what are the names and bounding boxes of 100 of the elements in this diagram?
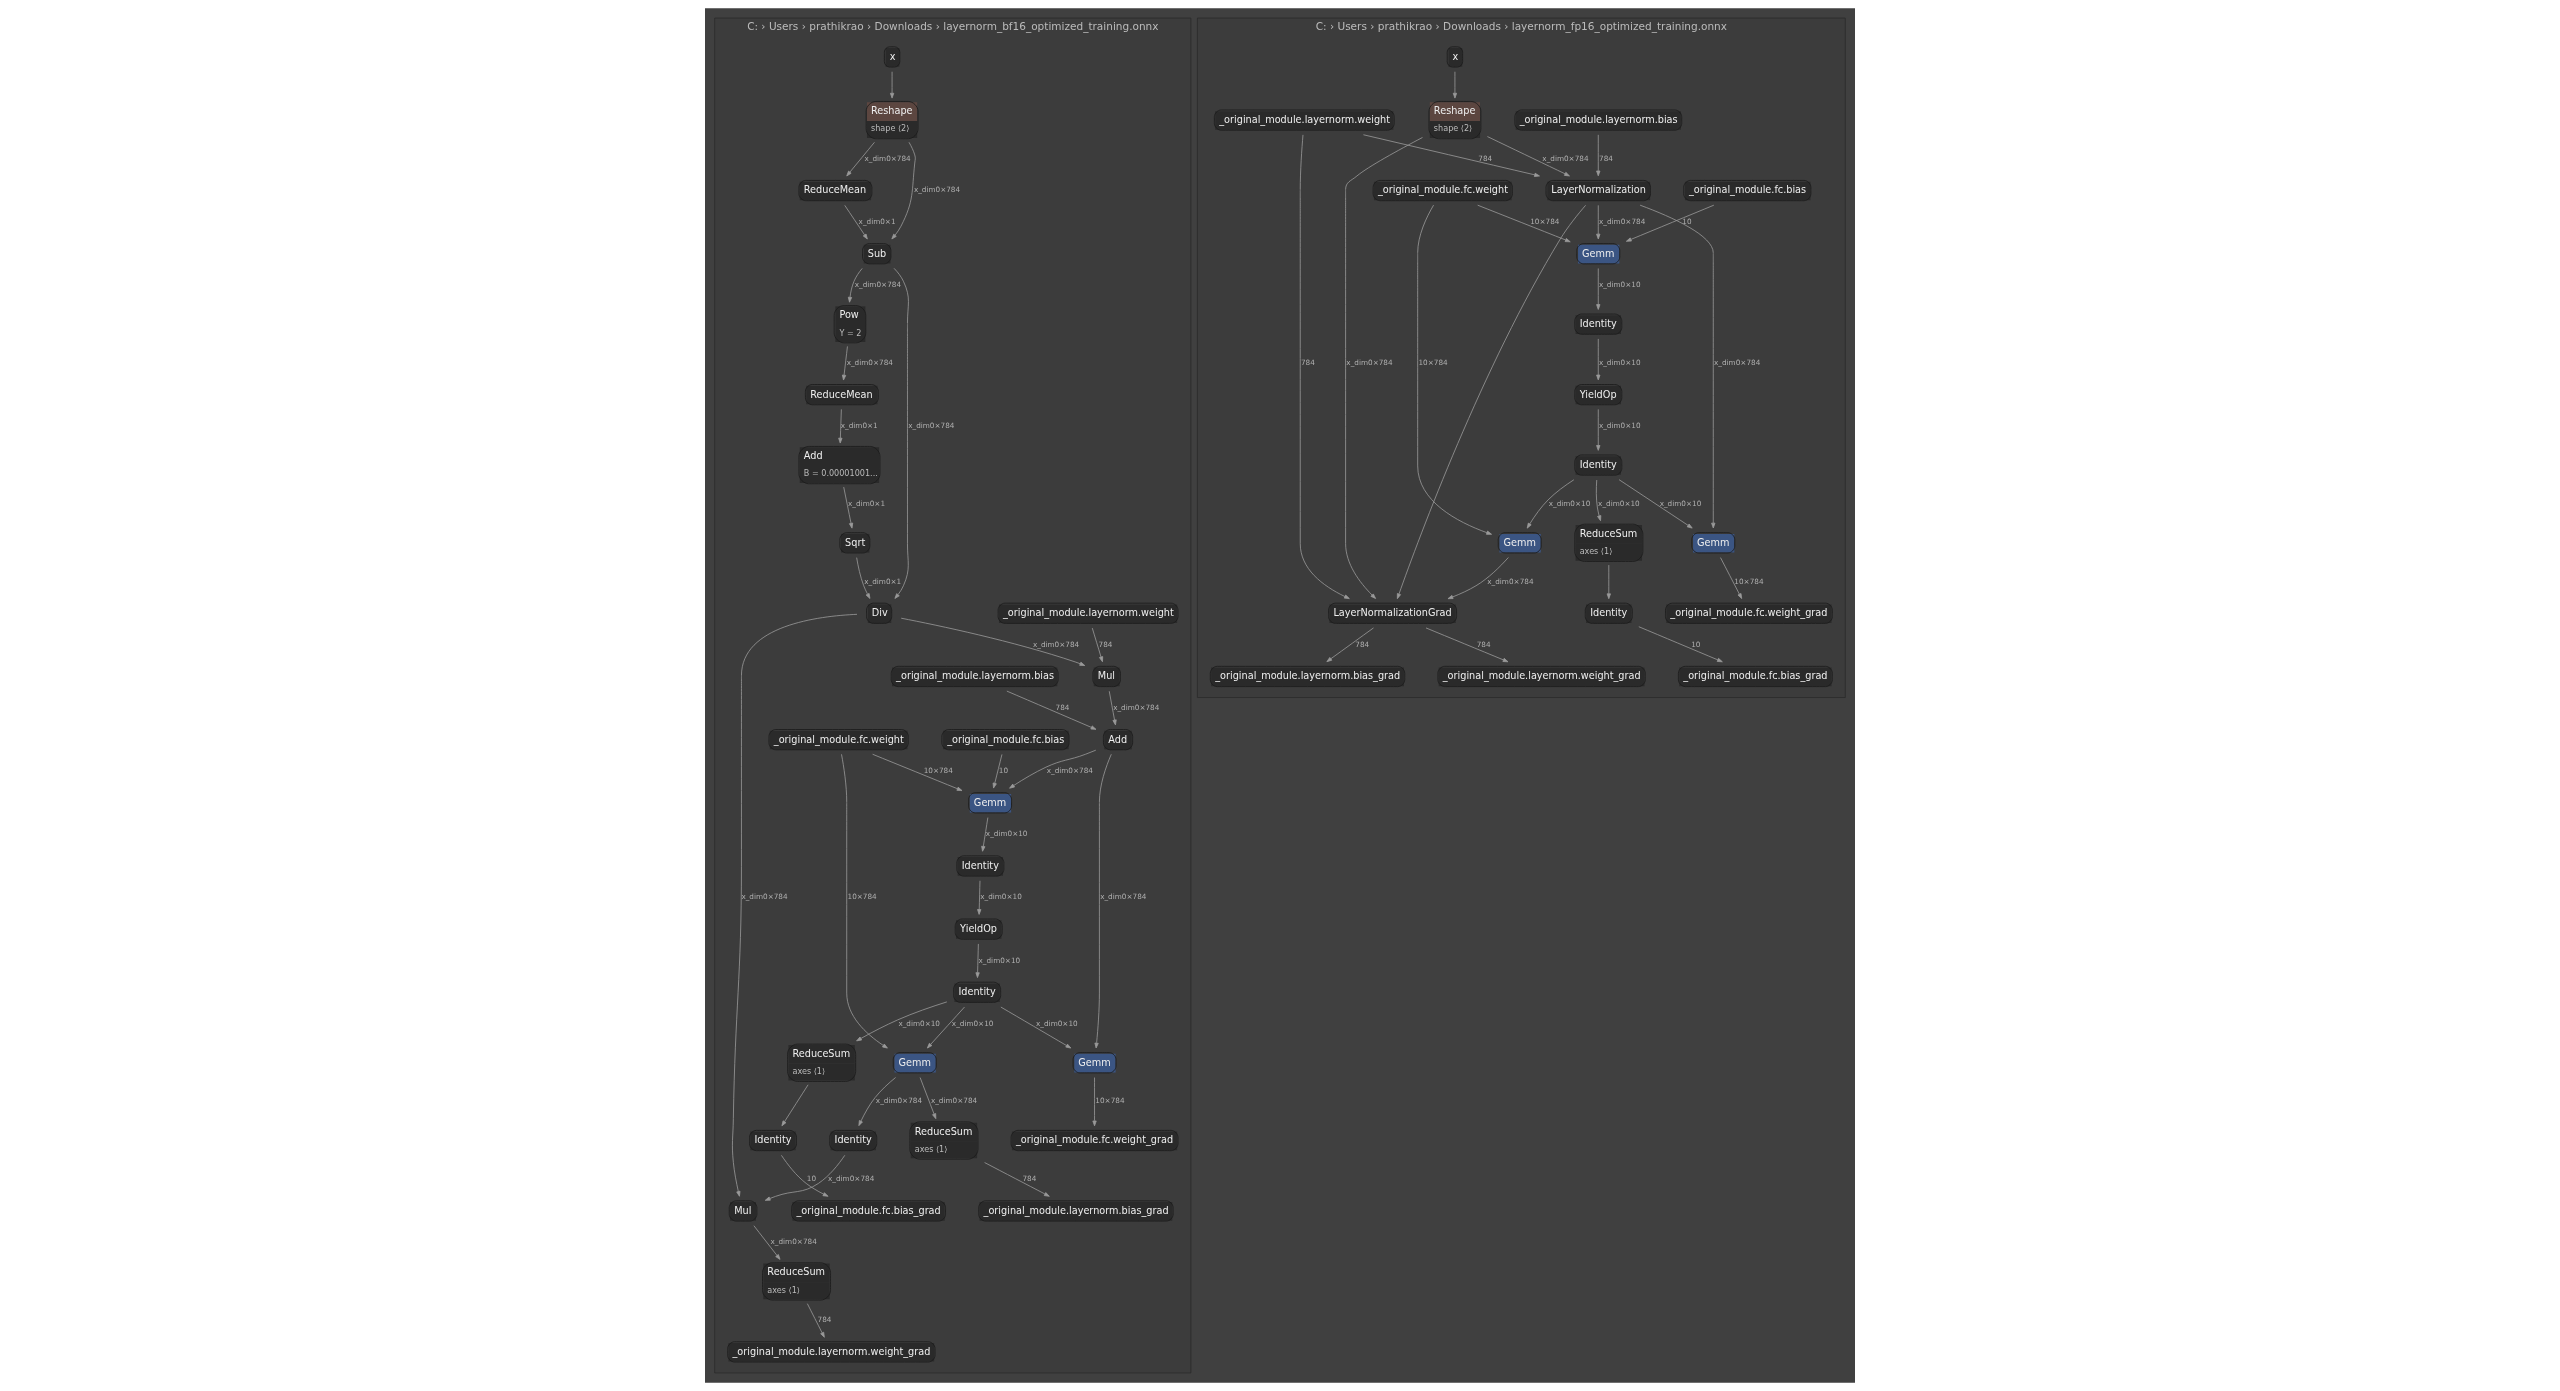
- arrow: [856, 557, 871, 599]
- edge-label: x_dim0×10: [1548, 498, 1591, 508]
- edge-label: x_dim0×784: [1100, 892, 1147, 902]
- arrow: [844, 204, 868, 240]
- arrow: [1326, 627, 1374, 663]
- arrow: [992, 754, 1003, 789]
- edge-label: 784: [1476, 639, 1491, 649]
- edge-label: 10×784: [847, 892, 877, 902]
- arrow: [1425, 627, 1509, 663]
- arrow: [1396, 204, 1587, 600]
- edge-label: 10×784: [1095, 1096, 1125, 1106]
- edge-label: x_dim0×784: [1487, 576, 1534, 586]
- arrow: [841, 346, 848, 381]
- arrow: [1638, 626, 1723, 663]
- edge-label: 784: [1355, 639, 1370, 649]
- arrow: [1447, 557, 1509, 600]
- arrow: [806, 1303, 825, 1338]
- arrow: [1477, 204, 1571, 243]
- edge-label: x_dim0×10: [1598, 357, 1641, 367]
- edge-label: x_dim0×784: [1046, 766, 1093, 775]
- arrow: [1363, 134, 1540, 177]
- arrow: [891, 141, 916, 240]
- arrow: [856, 1001, 948, 1042]
- arrow: [1094, 753, 1112, 1049]
- edge-label: x_dim0×10: [980, 892, 1022, 902]
- edge-label: x_dim0×784: [913, 185, 961, 195]
- edge-label: 10×784: [1418, 357, 1448, 367]
- arrow: [764, 1154, 846, 1201]
- arrow: [977, 880, 982, 915]
- arrow: [846, 141, 875, 177]
- edge-label: x_dim0×1: [858, 216, 896, 226]
- edge-label: x_dim0×10: [898, 1018, 941, 1028]
- edge-label: x_dim0×10: [978, 955, 1021, 965]
- edge-label: 10: [1691, 639, 1701, 649]
- edge-label: x_dim0×784: [770, 1237, 817, 1247]
- arrow: [1639, 204, 1716, 529]
- arrow: [1618, 479, 1693, 529]
- edge-label: 784: [1098, 639, 1113, 649]
- arrow: [1526, 479, 1575, 529]
- arrow: [753, 1225, 781, 1260]
- arrow: [843, 486, 854, 529]
- arrow: [1625, 204, 1715, 242]
- edge-label: x_dim0×1: [864, 576, 902, 586]
- arrow: [981, 817, 989, 852]
- edge-label: x_dim0×10: [1598, 421, 1641, 430]
- arrow: [984, 1162, 1050, 1197]
- arrow: [900, 617, 1086, 666]
- arrow: [919, 1077, 937, 1120]
- edge-label: 10×784: [1734, 576, 1764, 586]
- arrow: [1299, 134, 1350, 600]
- arrow: [847, 268, 863, 303]
- edge-label: x_dim0×10: [1598, 280, 1641, 290]
- edge-label: 10: [806, 1174, 817, 1184]
- edge-label: x_dim0×784: [1542, 153, 1589, 163]
- edge-label: x_dim0×784: [854, 280, 902, 290]
- edge-label: x_dim0×784: [1113, 702, 1160, 712]
- arrow: [1606, 564, 1611, 600]
- arrow: [781, 1084, 809, 1127]
- edge-label: x_dim0×1: [840, 421, 878, 430]
- arrow: [1092, 1077, 1097, 1127]
- edge-label: x_dim0×784: [864, 153, 911, 163]
- edge-label: x_dim0×784: [741, 892, 788, 902]
- arrow: [1596, 204, 1601, 240]
- edge-label: x_dim0×1: [848, 498, 886, 508]
- arrow: [1108, 690, 1117, 726]
- edge-label: 10: [1682, 216, 1692, 226]
- arrow: [1009, 749, 1097, 789]
- arrow: [872, 753, 963, 791]
- edge-label: 10×784: [1530, 216, 1560, 226]
- arrow: [838, 408, 843, 444]
- edge-label: 10: [998, 766, 1009, 775]
- edge-label: 784: [1599, 153, 1613, 163]
- edge-label: x_dim0×784: [1714, 357, 1761, 367]
- arrow: [1596, 268, 1601, 310]
- edge-label: x_dim0×784: [930, 1096, 978, 1106]
- arrow: [926, 1006, 965, 1049]
- edge-label: 784: [817, 1315, 832, 1325]
- edge-label: x_dim0×10: [1598, 498, 1640, 508]
- arrow: [781, 1154, 829, 1197]
- edge-label: x_dim0×784: [1346, 357, 1393, 367]
- arrow: [1596, 134, 1601, 177]
- arrow: [1595, 479, 1602, 522]
- arrow: [1000, 1006, 1072, 1049]
- edge-label: 784: [1301, 357, 1315, 367]
- edge-label: x_dim0×784: [828, 1174, 875, 1184]
- edge-label: 784: [1478, 153, 1493, 163]
- edge-label: x_dim0×784: [908, 421, 955, 430]
- edge-label: x_dim0×10: [1659, 498, 1702, 508]
- arrow: [858, 1077, 896, 1127]
- arrow: [1720, 557, 1743, 599]
- arrow: [1091, 627, 1104, 663]
- arrow: [1596, 338, 1601, 381]
- arrow: [1345, 137, 1423, 599]
- edge-label: x_dim0×10: [985, 829, 1028, 839]
- edge-label: 784: [1055, 702, 1070, 712]
- arrow: [1487, 136, 1570, 177]
- arrow: [975, 943, 980, 978]
- edge-label: x_dim0×784: [875, 1096, 923, 1106]
- edge-label: x_dim0×784: [1599, 216, 1646, 226]
- arrow: [1596, 408, 1601, 451]
